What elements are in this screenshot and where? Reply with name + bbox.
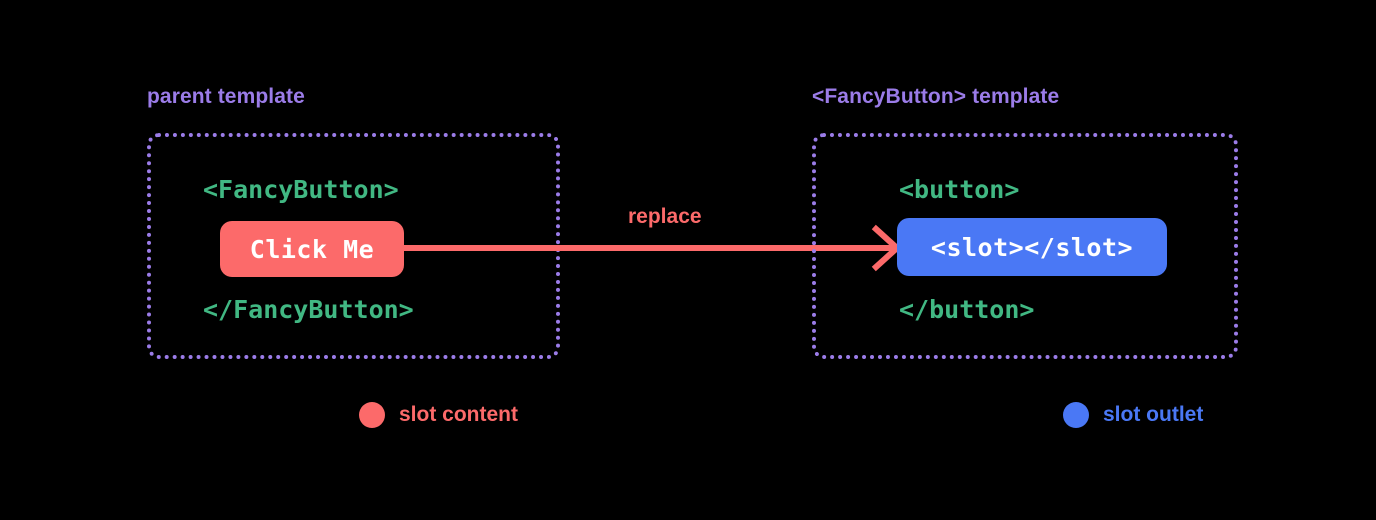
legend-item-slot-content: slot content bbox=[359, 402, 518, 428]
legend-label-slot-content: slot content bbox=[399, 403, 518, 426]
slot-outlet-chip-label: <slot></slot> bbox=[930, 232, 1134, 262]
button-close-tag: </button> bbox=[899, 295, 1035, 324]
slot-outlet-chip[interactable]: <slot></slot> bbox=[897, 218, 1167, 276]
button-open-tag: <button> bbox=[899, 175, 1020, 204]
fancybutton-template-title: <FancyButton> template bbox=[812, 85, 1060, 108]
fancybutton-template-box bbox=[812, 133, 1238, 359]
parent-open-tag: <FancyButton> bbox=[203, 175, 399, 204]
parent-close-tag: </FancyButton> bbox=[203, 295, 414, 324]
parent-template-title: parent template bbox=[147, 85, 305, 108]
legend-item-slot-outlet: slot outlet bbox=[1063, 402, 1203, 428]
legend-dot-icon-slot-content bbox=[359, 402, 385, 428]
replace-label: replace bbox=[628, 205, 702, 228]
legend-dot-icon-slot-outlet bbox=[1063, 402, 1089, 428]
slot-content-chip[interactable]: Click Me bbox=[220, 221, 404, 277]
slot-content-chip-label: Click Me bbox=[249, 234, 375, 264]
legend-label-slot-outlet: slot outlet bbox=[1103, 403, 1204, 426]
